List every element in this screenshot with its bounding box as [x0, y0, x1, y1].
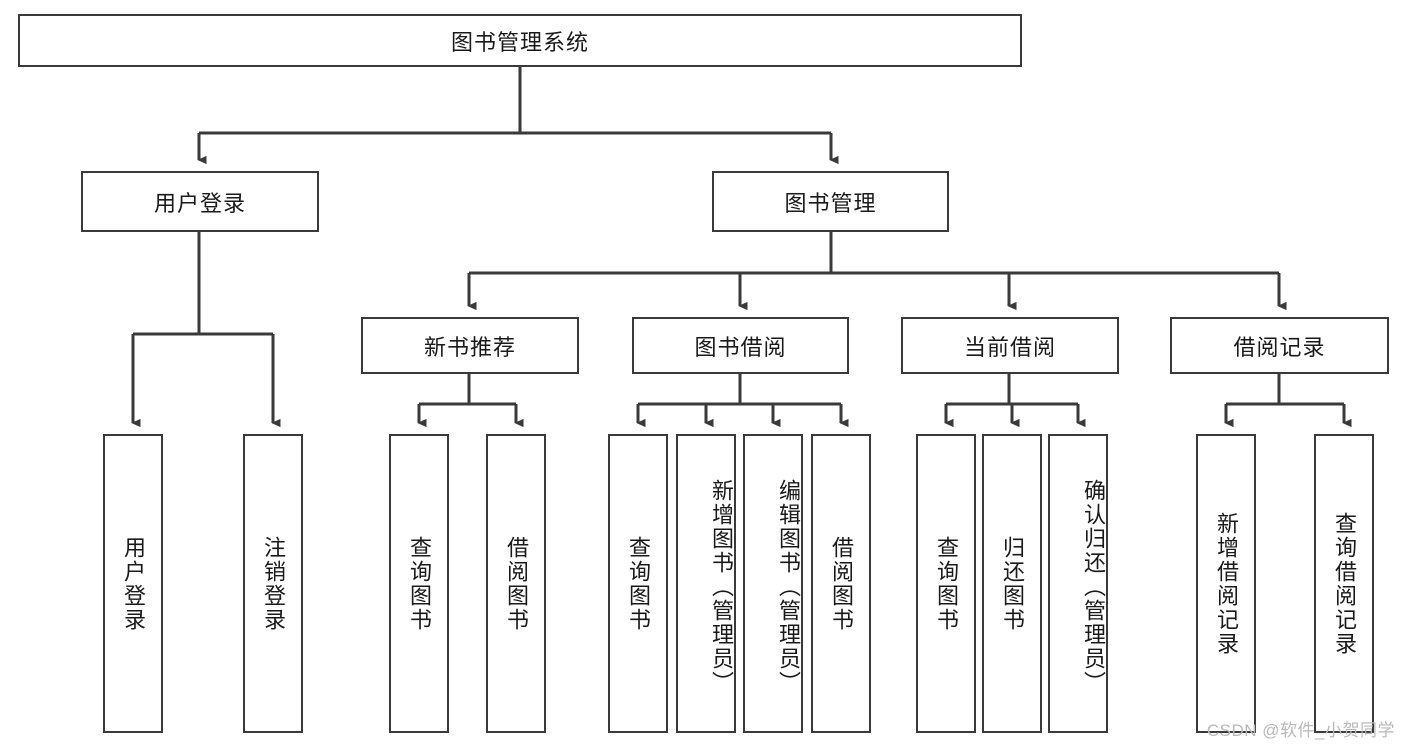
node-leaf-query-record[interactable]: 查询借阅记录 [1314, 434, 1374, 733]
leaf-query-book-2-label: 查询图书 [625, 535, 651, 632]
node-leaf-add-book[interactable]: 新增图书（管理员） [676, 434, 736, 733]
node-user-login-label: 用户登录 [153, 190, 246, 216]
node-leaf-edit-book[interactable]: 编辑图书（管理员） [743, 434, 803, 733]
node-leaf-user-logout[interactable]: 注销登录 [243, 434, 303, 733]
node-leaf-query-book-3[interactable]: 查询图书 [916, 434, 976, 733]
node-root-label: 图书管理系统 [450, 29, 589, 55]
node-leaf-return-book[interactable]: 归还图书 [982, 434, 1042, 733]
node-leaf-user-login[interactable]: 用户登录 [103, 434, 163, 733]
node-book-borrow[interactable]: 图书借阅 [632, 317, 849, 374]
leaf-return-book-label: 归还图书 [999, 535, 1025, 632]
node-borrow-record-label: 借阅记录 [1233, 334, 1326, 360]
leaf-query-record-label: 查询借阅记录 [1331, 511, 1357, 656]
leaf-borrow-book-2-label: 借阅图书 [828, 535, 854, 632]
node-root[interactable]: 图书管理系统 [18, 14, 1022, 67]
node-user-login[interactable]: 用户登录 [81, 171, 319, 232]
leaf-query-book-1-label: 查询图书 [406, 535, 432, 632]
leaf-confirm-return-label: 确认归还（管理员） [1081, 478, 1106, 695]
watermark-text: CSDN @软件_小贺同学 [1206, 721, 1395, 740]
leaf-edit-book-label: 编辑图书（管理员） [776, 478, 801, 695]
leaf-borrow-book-1-label: 借阅图书 [503, 535, 529, 632]
node-leaf-borrow-book-1[interactable]: 借阅图书 [486, 434, 546, 733]
leaf-query-book-3-label: 查询图书 [933, 535, 959, 632]
node-current-borrow[interactable]: 当前借阅 [901, 317, 1119, 374]
node-leaf-confirm-return[interactable]: 确认归还（管理员） [1048, 434, 1108, 733]
node-book-manage[interactable]: 图书管理 [712, 171, 949, 232]
node-book-borrow-label: 图书借阅 [694, 334, 787, 360]
node-book-manage-label: 图书管理 [784, 190, 877, 216]
leaf-add-record-label: 新增借阅记录 [1213, 511, 1239, 656]
node-leaf-query-book-1[interactable]: 查询图书 [389, 434, 449, 733]
node-leaf-add-record[interactable]: 新增借阅记录 [1196, 434, 1256, 733]
node-new-book-rec-label: 新书推荐 [423, 334, 516, 360]
node-leaf-query-book-2[interactable]: 查询图书 [608, 434, 668, 733]
node-leaf-borrow-book-2[interactable]: 借阅图书 [811, 434, 871, 733]
leaf-add-book-label: 新增图书（管理员） [709, 478, 734, 695]
leaf-user-logout-label: 注销登录 [260, 535, 286, 632]
leaf-user-login-label: 用户登录 [120, 535, 146, 632]
node-current-borrow-label: 当前借阅 [963, 334, 1056, 360]
node-borrow-record[interactable]: 借阅记录 [1170, 317, 1389, 374]
node-new-book-rec[interactable]: 新书推荐 [361, 317, 579, 374]
